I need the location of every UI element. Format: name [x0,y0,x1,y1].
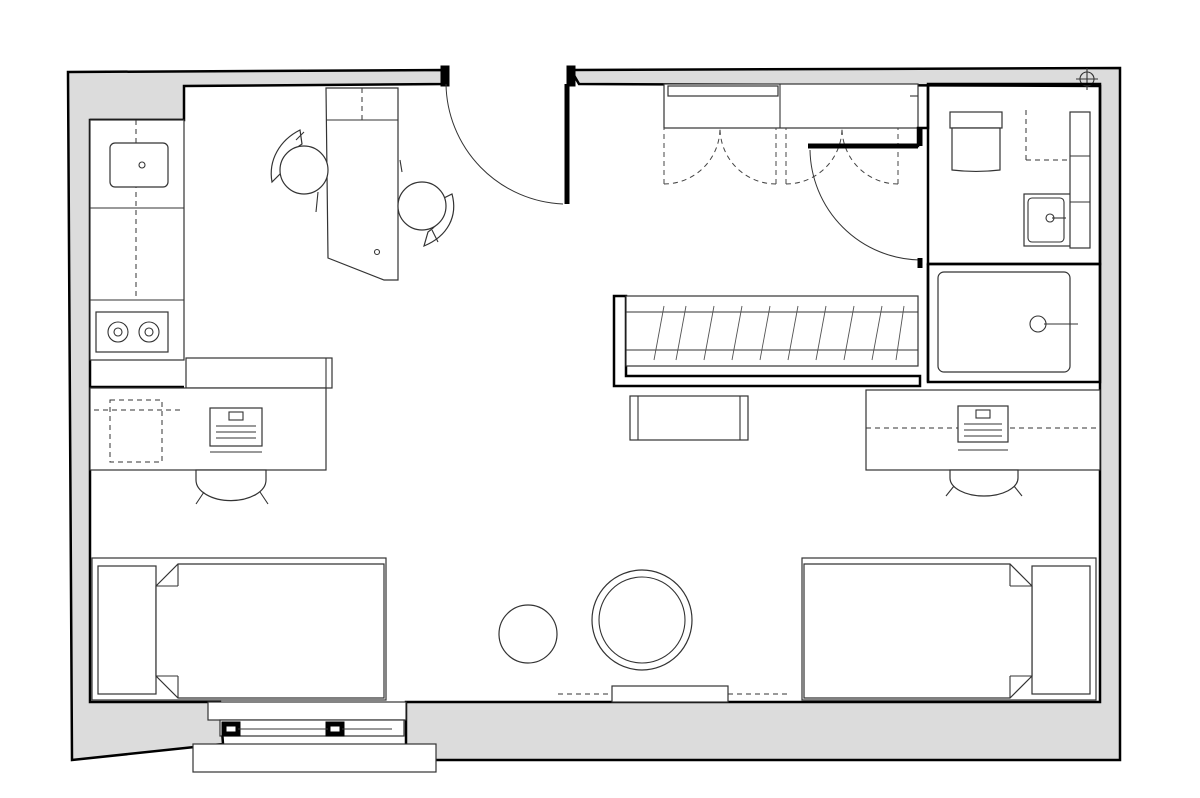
sink-icon[interactable] [1023,111,1091,249]
chair-icon[interactable] [270,129,329,213]
shelf-unit [612,294,922,388]
entrance-door[interactable] [445,83,564,205]
chair-icon[interactable] [397,159,455,248]
desk-right [865,389,1101,497]
toilet-icon[interactable] [949,110,1070,172]
wardrobe [663,83,919,185]
laptop-icon[interactable] [957,405,1009,451]
compass-crosshair-icon [1076,68,1098,90]
door-post-left [440,65,450,87]
round-stool [498,604,558,664]
door-post-right [566,65,576,87]
bathroom [808,82,1102,384]
chair-icon[interactable] [195,469,269,505]
round-table [591,569,693,671]
bed-icon[interactable] [801,557,1097,701]
shower-icon[interactable] [937,271,1078,373]
bed-icon[interactable] [91,557,387,701]
sink-icon[interactable] [109,142,169,188]
bench [629,395,749,441]
kitchen-counter [89,119,185,361]
stove-icon[interactable] [95,311,169,353]
desk-left [89,357,333,505]
dining-table [325,87,399,281]
laptop-icon[interactable] [209,407,263,453]
low-cabinet [558,685,790,703]
chair-icon[interactable] [945,469,1023,497]
window[interactable] [192,701,437,773]
